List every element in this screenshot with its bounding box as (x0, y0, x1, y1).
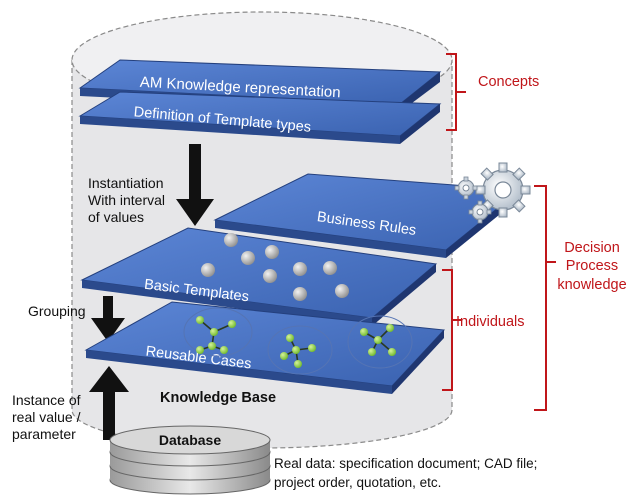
concepts-label: Concepts (478, 74, 539, 90)
individuals-bracket (442, 269, 453, 391)
molecule-icon (183, 307, 253, 357)
layer-template-types: Definition of Template types (78, 91, 442, 144)
instantiation-arrow (176, 144, 214, 226)
individuals-label: Individuals (456, 314, 525, 330)
molecule-icon (347, 315, 413, 369)
real-data-line-1: Real data: specification document; CAD f… (274, 456, 537, 471)
database-label: Database (159, 432, 221, 448)
real-data-line-2: project order, quotation, etc. (274, 475, 441, 490)
database-icon: Database (109, 425, 271, 495)
decision-bracket (534, 185, 547, 411)
decision-line-1: Decision (564, 240, 620, 256)
grouping-label: Grouping (28, 303, 86, 319)
instantiation-line-1: Instantiation (88, 175, 164, 191)
instance-line-3: parameter (12, 426, 76, 442)
knowledge-base-title: Knowledge Base (160, 390, 276, 406)
layer-reusable-cases: Reusable Cases (84, 301, 446, 394)
molecule-icon (267, 325, 333, 375)
layer-business-rules: Business Rules (213, 173, 522, 258)
instance-label: Instance of real value / parameter (12, 392, 81, 442)
instantiation-line-2: With interval (88, 192, 165, 208)
decision-line-3: knowledge (557, 277, 626, 293)
instance-line-1: Instance of (12, 392, 81, 408)
instance-arrow (89, 366, 129, 440)
layer-basic-templates: Basic Templates (80, 227, 438, 326)
real-data-caption: Real data: specification document; CAD f… (274, 456, 537, 490)
decision-line-2: Process (566, 258, 618, 274)
decision-label: Decision Process knowledge (557, 240, 626, 293)
gear-icon (454, 162, 531, 224)
instantiation-label: Instantiation With interval of values (88, 175, 165, 225)
grouping-arrow (91, 296, 125, 342)
instance-line-2: real value / (12, 409, 81, 425)
sphere-icon (201, 233, 349, 301)
instantiation-line-3: of values (88, 209, 144, 225)
